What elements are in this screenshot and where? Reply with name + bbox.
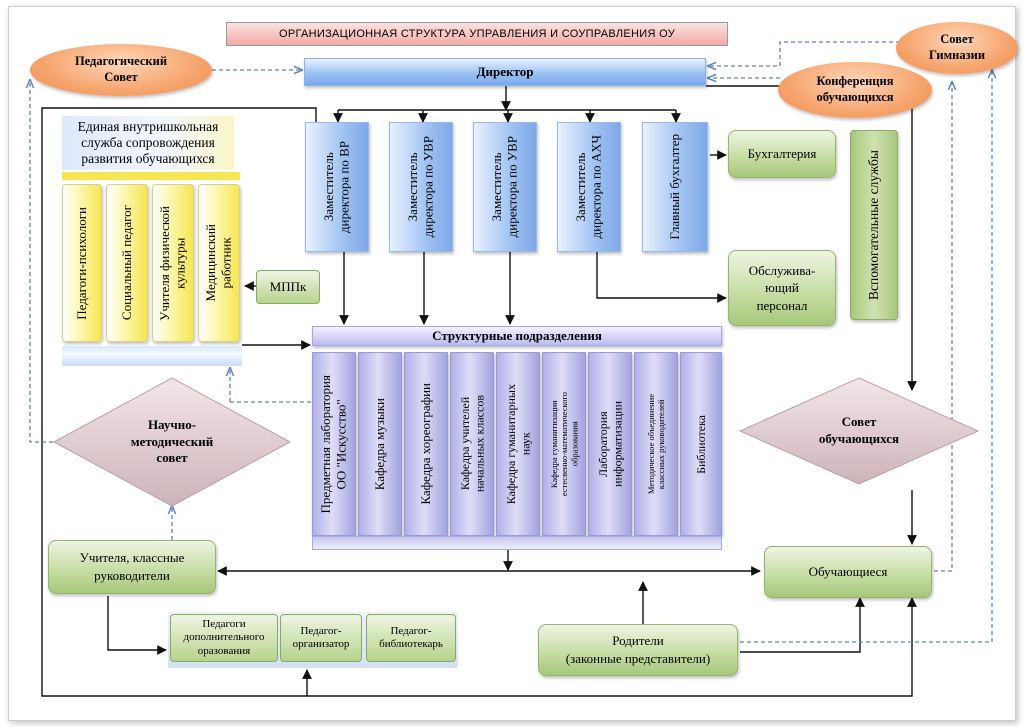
subdivision-label: Лаборатория информатизации <box>595 401 624 487</box>
subdivision-math-humanization: Кафедра гуманитизации естесвенно-математ… <box>542 352 586 536</box>
subdivision-label: Кафедра гуманитарных наук <box>503 383 532 505</box>
scientific-methodical-council-label: Научно- методический совет <box>130 416 214 466</box>
deputy-ahch-label: Заместитель директора по АХЧ <box>573 135 604 239</box>
mppk-box: МППк <box>256 270 320 304</box>
service-staff-box: Обслужива- ющий персонал <box>728 250 836 326</box>
subdivision-label: Библиотека <box>693 414 708 474</box>
scientific-methodical-council-diamond <box>52 377 292 507</box>
pedagogue-additional-education: Педагоги дополнительного оразования <box>170 614 278 662</box>
support-service-underline <box>62 172 240 180</box>
pedagogue-organizer: Педагог- организатор <box>280 614 362 662</box>
support-member-label: Социальный педагог <box>119 205 135 321</box>
deputy-vr: Заместитель директора по ВР <box>305 122 369 252</box>
subdivision-label: Кафедра гуманитизации естесвенно-математ… <box>548 391 580 497</box>
aux-services-label: Вспомогательные службы <box>865 149 881 301</box>
support-member-label: Медицинский работник <box>203 224 234 302</box>
subdivision-label: Предметная лаборатория ОО "Искусство" <box>318 374 349 514</box>
director-bar: Директор <box>304 58 706 86</box>
teachers-box: Учителя, классные руководители <box>48 540 216 594</box>
subdivision-humanities: Кафедра гуманитарных наук <box>496 352 540 536</box>
support-service-title: Единая внутришкольная служба сопровожден… <box>77 119 219 167</box>
deputy-uvr-1-label: Заместитель директора по УВР <box>405 136 436 238</box>
accounting-box: Бухгалтерия <box>728 130 836 178</box>
subdivisions-base <box>312 536 722 550</box>
subdivision-label: Кафедра хореографии <box>418 383 434 505</box>
oval-gymnasium-council: Совет Гимназии <box>896 22 1018 74</box>
oval-students-conference: Конференция обучающихся <box>778 62 932 118</box>
support-service-title-bg <box>62 116 234 170</box>
subdivision-music: Кафедра музыки <box>358 352 402 536</box>
support-member-label: Педагоги-психологи <box>74 206 90 320</box>
subdivision-label: Кафедра музыки <box>372 397 388 491</box>
subdivision-class-teachers-association: Методическое объединение классных руково… <box>634 352 678 536</box>
chief-accountant-label: Главный бухгалтер <box>667 134 683 240</box>
deputy-uvr-2-label: Заместитель директора по УВР <box>489 136 520 238</box>
deputy-uvr-2: Заместитель директора по УВР <box>473 122 537 252</box>
support-member-social-pedagogue: Социальный педагог <box>106 184 148 342</box>
support-member-pe-teachers: Учителя физической культуры <box>152 184 194 342</box>
deputy-ahch: Заместитель директора по АХЧ <box>557 122 621 252</box>
subdivision-informatization-lab: Лаборатория информатизации <box>588 352 632 536</box>
students-council-diamond <box>738 377 980 485</box>
page-title: ОРГАНИЗАЦИОННАЯ СТРУКТУРА УПРАВЛЕНИЯ И С… <box>226 22 728 46</box>
oval-pedagogical-council: Педагогический Совет <box>30 44 212 96</box>
subdivision-primary-teachers: Кафедра учителей начальных классов <box>450 352 494 536</box>
subdivision-library: Библиотека <box>680 352 722 536</box>
deputy-vr-label: Заместитель директора по ВР <box>321 140 352 234</box>
subdivision-choreography: Кафедра хореографии <box>404 352 448 536</box>
support-service-base <box>62 346 242 366</box>
subdivision-label: Методическое объединение классных руково… <box>645 393 666 495</box>
students-box: Обучающиеся <box>764 546 932 598</box>
aux-services-box: Вспомогательные службы <box>850 130 898 320</box>
deputy-uvr-1: Заместитель директора по УВР <box>389 122 453 252</box>
support-member-medical-worker: Медицинский работник <box>198 184 240 342</box>
parents-box: Родители (законные представители) <box>538 624 738 676</box>
support-member-psychologists: Педагоги-психологи <box>62 184 102 342</box>
subdivision-label: Кафедра учителей начальных классов <box>457 395 486 493</box>
support-member-label: Учителя физической культуры <box>157 205 188 321</box>
pedagogue-librarian: Педагог- библиотекарь <box>366 614 456 662</box>
solid-connectors <box>41 85 917 697</box>
subdivision-art-lab: Предметная лаборатория ОО "Искусство" <box>312 352 356 536</box>
chief-accountant: Главный бухгалтер <box>642 122 708 252</box>
dashed-connectors <box>30 41 992 643</box>
structural-subdivisions-header: Структурные подразделения <box>312 326 722 346</box>
students-council-label: Совет обучающихся <box>818 414 900 446</box>
